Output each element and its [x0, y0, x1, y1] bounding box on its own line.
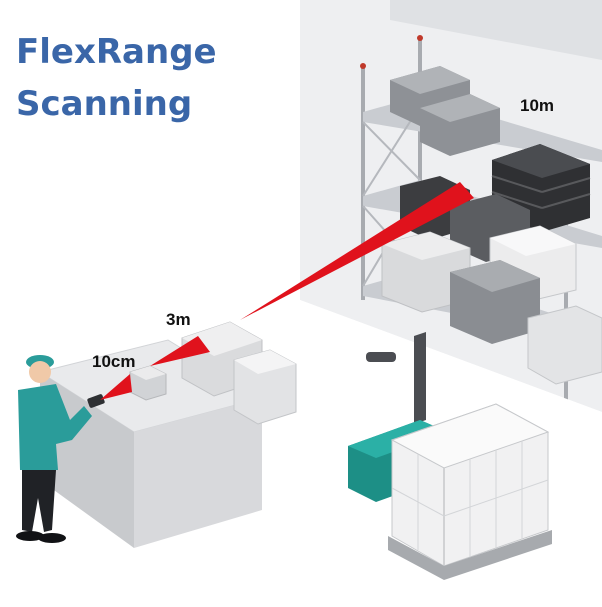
title-line-1: FlexRange — [16, 32, 217, 72]
scanner-beams — [100, 182, 474, 400]
distance-label-mid: 3m — [166, 310, 191, 329]
title-line-2: Scanning — [16, 84, 193, 124]
warehouse-worker — [16, 355, 92, 543]
warehouse-wall-top — [390, 0, 602, 60]
distance-label-far: 10m — [520, 96, 555, 115]
beam-mid — [150, 336, 210, 366]
shelf-boxes-top — [390, 66, 500, 156]
page-title: FlexRange Scanning — [16, 26, 217, 130]
handheld-scanner — [87, 394, 105, 408]
beam-far — [240, 182, 474, 320]
shelf-boxes-lower — [381, 231, 602, 385]
distance-label-near: 10cm — [92, 352, 136, 371]
target-box-near — [129, 365, 167, 401]
beam-near — [100, 374, 132, 400]
pallet-boxes — [388, 403, 552, 580]
